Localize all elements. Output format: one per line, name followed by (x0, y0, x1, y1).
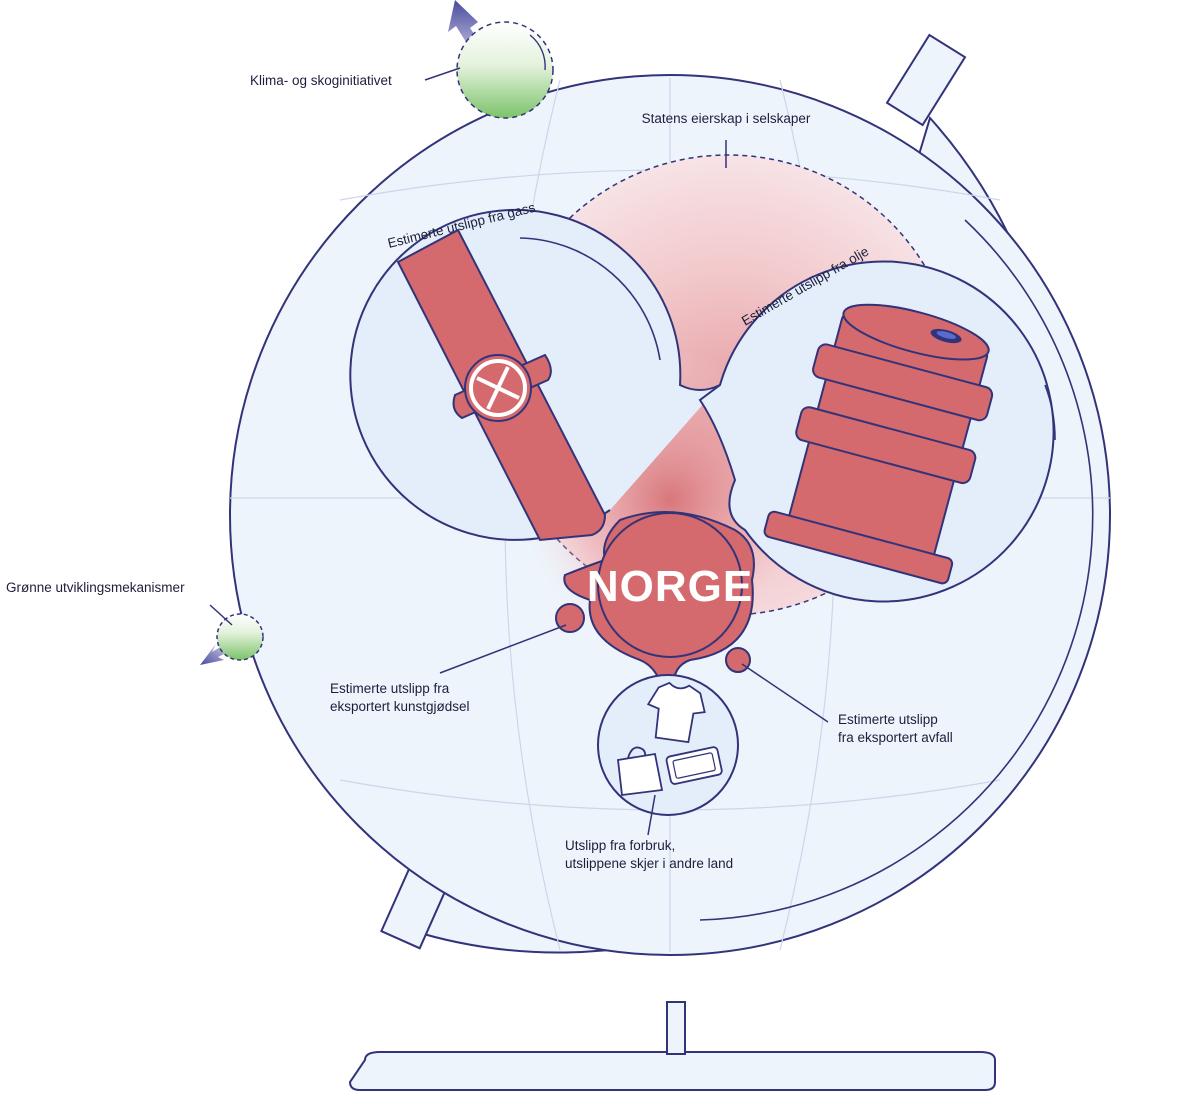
fertilizer-pointer (439, 624, 567, 674)
consumption-label-line1: Utslipp fra forbruk, (565, 838, 675, 853)
waste-droplet (725, 647, 751, 673)
climate-ball-highlight (529, 34, 546, 71)
climate-forest-ball (456, 21, 554, 119)
green-mechanisms-pointer (209, 604, 233, 626)
tshirt-icon (646, 681, 706, 744)
oil-barrel-icon (763, 303, 994, 585)
state-ownership-label: Statens eierskap i selskaper (642, 111, 811, 126)
fertilizer-label-line2: eksportert kunstgjødsel (330, 699, 470, 714)
climate-forest-label: Klima- og skoginitiativet (250, 73, 392, 88)
waste-label-line1: Estimerte utslipp (838, 712, 938, 727)
valve-wheel-rim (469, 359, 527, 417)
globe-stand-base (348, 1051, 996, 1091)
waste-label-line2: fra eksportert avfall (838, 730, 953, 745)
green-mechanisms-ball (216, 613, 264, 661)
globe-stand-post (666, 1001, 686, 1055)
norway-label: NORGE (587, 562, 753, 611)
waste-pointer (741, 663, 829, 723)
fertilizer-label-line1: Estimerte utslipp fra (330, 681, 450, 696)
climate-pointer (424, 67, 461, 81)
shopping-bag-icon (617, 746, 664, 797)
norway-core (597, 512, 743, 658)
gas-bubble-highlight (519, 237, 661, 361)
consumption-pointer (647, 794, 656, 836)
valve-spoke-2 (486, 366, 510, 410)
tablet-icon (665, 746, 723, 785)
globe-top-clamp (885, 33, 967, 127)
consumption-label-line2: utslippene skjer i andre land (565, 856, 733, 871)
green-mechanisms-label: Grønne utviklingsmekanismer (6, 580, 185, 595)
oil-bubble-highlight (1044, 384, 1056, 441)
fertilizer-droplet (555, 603, 585, 633)
globe-inner-rim (699, 219, 1094, 921)
